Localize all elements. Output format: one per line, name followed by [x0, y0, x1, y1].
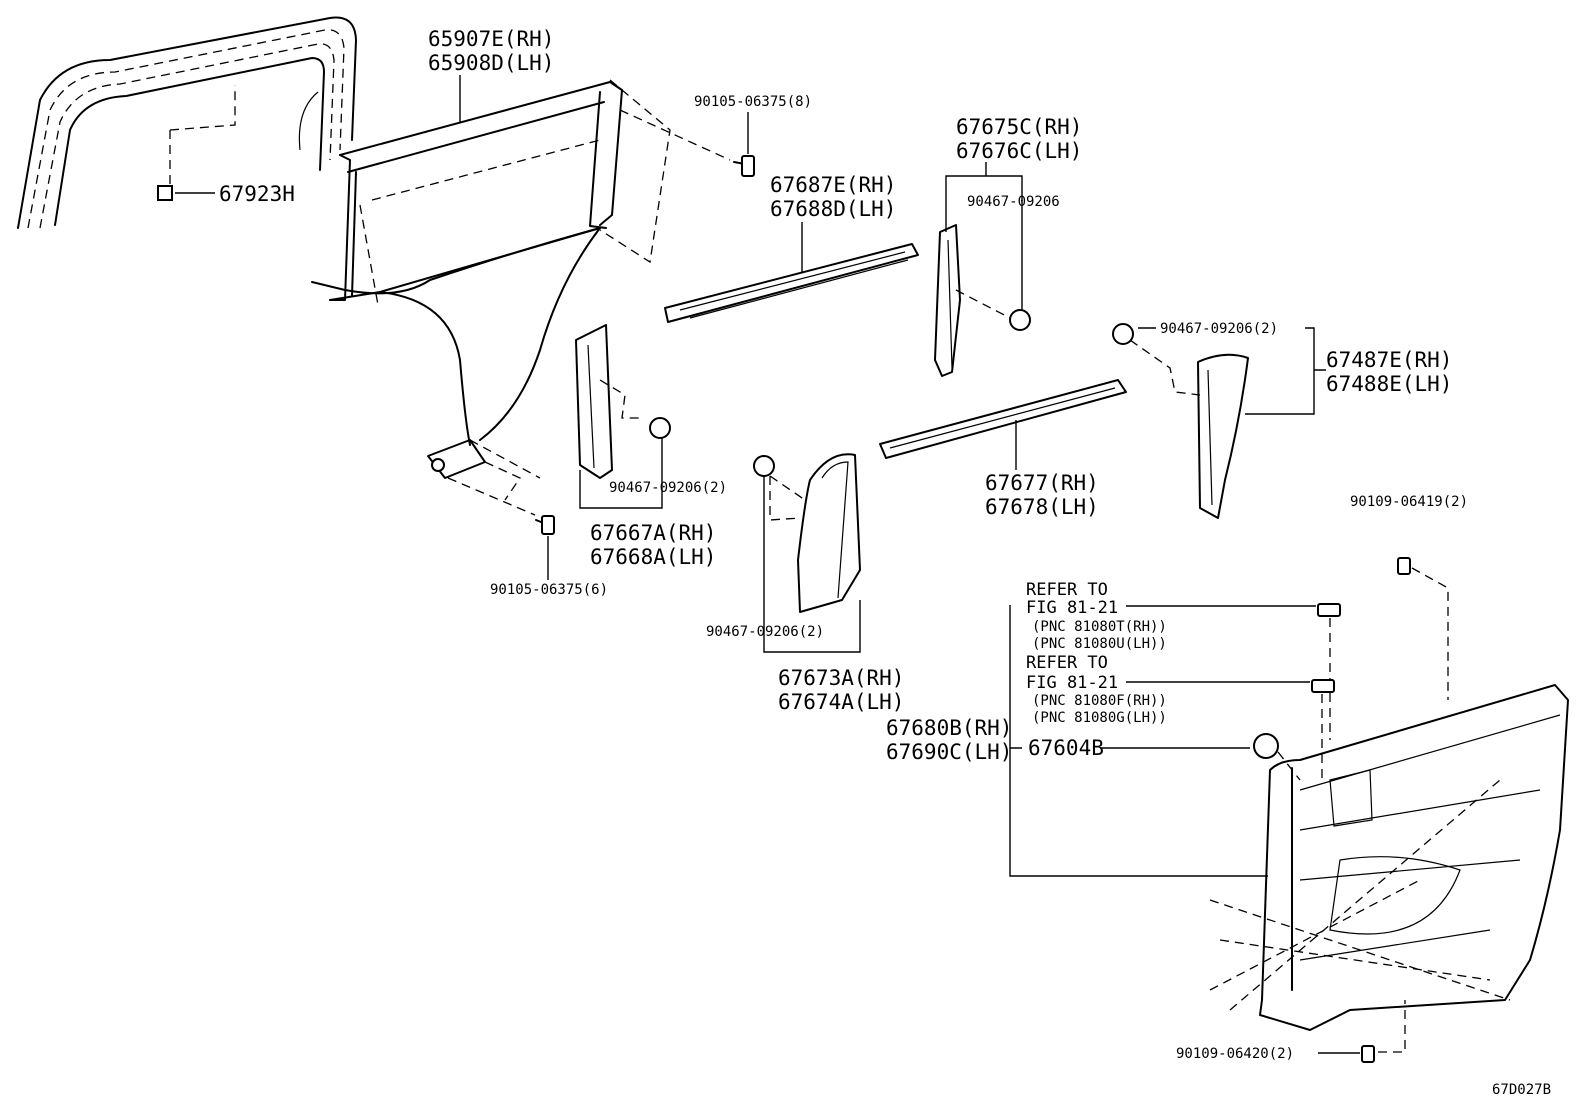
label-67688d: 67688D(LH)	[770, 197, 896, 221]
pillar-garnish-67673a	[753, 453, 861, 613]
screw-90109-06419	[1397, 557, 1449, 700]
upper-belt-strip	[664, 243, 919, 323]
label-pnc-81080f: (PNC 81080F(RH))	[1032, 693, 1167, 709]
label-67690c: 67690C(LH)	[886, 740, 1012, 764]
label-67487e: 67487E(RH)	[1326, 348, 1452, 372]
upper-bracket-67675c	[934, 224, 1031, 377]
connector-81080t	[1317, 603, 1341, 740]
label-refer-to-1: REFER TO	[1026, 580, 1108, 600]
clip-67604b	[1253, 733, 1301, 781]
label-90109-06420: 90109-06420(2)	[1176, 1046, 1294, 1062]
bolt-90105-06375-6	[535, 515, 555, 535]
label-67687e: 67687E(RH)	[770, 173, 896, 197]
screw-90109-06420	[1361, 1000, 1406, 1063]
leader-67675c	[945, 162, 1023, 310]
bolt-90105-06375-8	[619, 109, 755, 177]
door-trim-panel	[1209, 684, 1569, 1031]
label-67923h: 67923H	[219, 182, 295, 206]
label-65908d: 65908D(LH)	[428, 51, 554, 75]
label-refer-to-2: REFER TO	[1026, 653, 1108, 673]
label-fig-81-21-1: FIG 81-21	[1026, 598, 1118, 618]
label-90109-06419: 90109-06419(2)	[1350, 494, 1468, 510]
label-90105-06375-8: 90105-06375(8)	[694, 94, 812, 110]
label-65907e: 65907E(RH)	[428, 27, 554, 51]
window-regulator	[311, 79, 671, 516]
leader-trim-bracket	[1009, 605, 1316, 877]
lower-belt-strip	[879, 379, 1127, 459]
leader-67673a	[763, 476, 861, 653]
figure-code: 67D027B	[1492, 1082, 1551, 1098]
label-67677: 67677(RH)	[985, 471, 1099, 495]
garnish-67667a	[575, 324, 671, 479]
connector-81080f	[1311, 679, 1335, 780]
label-67680b: 67680B(RH)	[886, 716, 1012, 740]
clip-67923h	[157, 85, 236, 201]
leader-67667a	[579, 438, 663, 509]
label-90105-06375-6: 90105-06375(6)	[490, 582, 608, 598]
label-pnc-81080u: (PNC 81080U(LH))	[1032, 636, 1167, 652]
label-fig-81-21-2: FIG 81-21	[1026, 673, 1118, 693]
label-90467-09206-a: 90467-09206	[967, 194, 1060, 210]
label-pnc-81080g: (PNC 81080G(LH))	[1032, 710, 1167, 726]
label-67668a: 67668A(LH)	[590, 545, 716, 569]
leader-67487e	[1138, 327, 1326, 415]
label-67676c: 67676C(LH)	[956, 139, 1082, 163]
label-pnc-81080t: (PNC 81080T(RH))	[1032, 619, 1167, 635]
label-90467-09206-d: 90467-09206(2)	[706, 624, 824, 640]
label-67488e: 67488E(LH)	[1326, 372, 1452, 396]
label-90467-09206-c: 90467-09206(2)	[1160, 321, 1278, 337]
label-67674a: 67674A(LH)	[778, 690, 904, 714]
rear-garnish-67487e	[1112, 323, 1249, 519]
label-90467-09206-b: 90467-09206(2)	[609, 480, 727, 496]
label-67604b: 67604B	[1028, 736, 1104, 760]
label-67678: 67678(LH)	[985, 495, 1099, 519]
label-67675c: 67675C(RH)	[956, 115, 1082, 139]
label-67673a: 67673A(RH)	[778, 666, 904, 690]
label-67667a: 67667A(RH)	[590, 521, 716, 545]
door-frame-outline	[17, 16, 357, 229]
